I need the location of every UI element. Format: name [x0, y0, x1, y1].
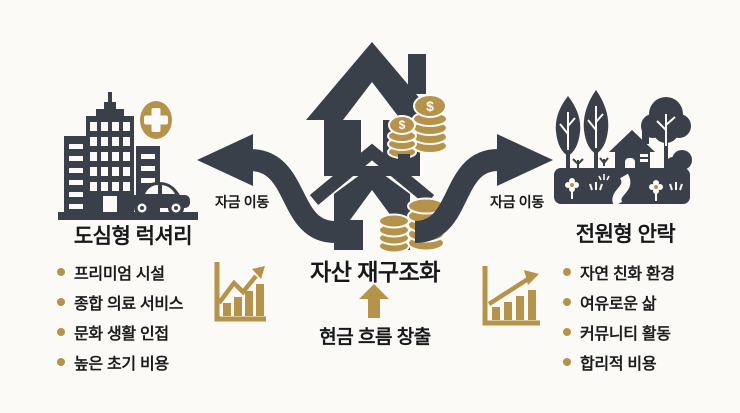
benefit-label: 커뮤니티 활동: [580, 326, 671, 343]
growth-chart-left-icon: [214, 262, 266, 322]
benefit-label: 종합 의료 서비스: [74, 296, 184, 313]
bullet-dot-icon: [563, 268, 571, 276]
funds-move-right-label: 자금 이동: [490, 194, 544, 210]
benefit-label: 자연 친화 환경: [580, 266, 675, 283]
cashflow-label: 현금 흐름 창출: [319, 327, 431, 348]
bullet-dot-icon: [563, 358, 571, 366]
asset-restructure-title: 자산 재구조화: [310, 259, 440, 285]
urban-benefit-list: 프리미엄 시설 종합 의료 서비스 문화 생활 인접 높은 초기 비용: [57, 257, 184, 377]
gold-up-arrow-icon: [359, 284, 389, 318]
bullet-dot-icon: [563, 328, 571, 336]
benefit-label: 여유로운 삶: [580, 296, 657, 313]
benefit-label: 높은 초기 비용: [74, 356, 169, 373]
car-icon: [128, 182, 190, 216]
dollar-coin-symbol: $: [426, 98, 434, 114]
benefit-label: 합리적 비용: [580, 356, 657, 373]
list-item: 문화 생활 인접: [57, 317, 183, 347]
benefit-label: 문화 생활 인접: [74, 326, 169, 343]
flower-icon: [565, 178, 579, 199]
funds-move-left-label: 자금 이동: [215, 194, 269, 210]
coin-stack-icon: $ $: [387, 94, 448, 159]
house-stack-icon: $ $: [306, 42, 448, 254]
rural-benefit-list: 자연 친화 환경 여유로운 삶 커뮤니티 활동 합리적 비용: [563, 257, 675, 377]
bullet-dot-icon: [57, 298, 65, 306]
growth-chart-right-icon: [482, 266, 540, 326]
bullet-dot-icon: [57, 328, 65, 336]
countryside-icon: [554, 90, 692, 207]
urban-title: 도심형 럭셔리: [73, 225, 193, 248]
dollar-coin-symbol: $: [399, 118, 406, 132]
list-item: 종합 의료 서비스: [57, 287, 184, 317]
bullet-dot-icon: [57, 358, 65, 366]
bullet-dot-icon: [57, 268, 65, 276]
list-item: 프리미엄 시설: [57, 257, 183, 287]
list-item: 높은 초기 비용: [57, 347, 183, 377]
curved-arrow-right-icon: [413, 134, 553, 243]
list-item: 합리적 비용: [563, 347, 675, 377]
flower-icon: [649, 180, 663, 201]
city-buildings-icon: [58, 92, 198, 220]
list-item: 여유로운 삶: [563, 287, 675, 317]
bullet-dot-icon: [563, 298, 571, 306]
curved-arrow-left-icon: [197, 134, 337, 243]
rural-title: 전원형 안락: [575, 223, 676, 246]
medical-cross-icon: [140, 101, 172, 139]
list-item: 자연 친화 환경: [563, 257, 675, 287]
benefit-label: 프리미엄 시설: [74, 266, 165, 283]
list-item: 커뮤니티 활동: [563, 317, 675, 347]
